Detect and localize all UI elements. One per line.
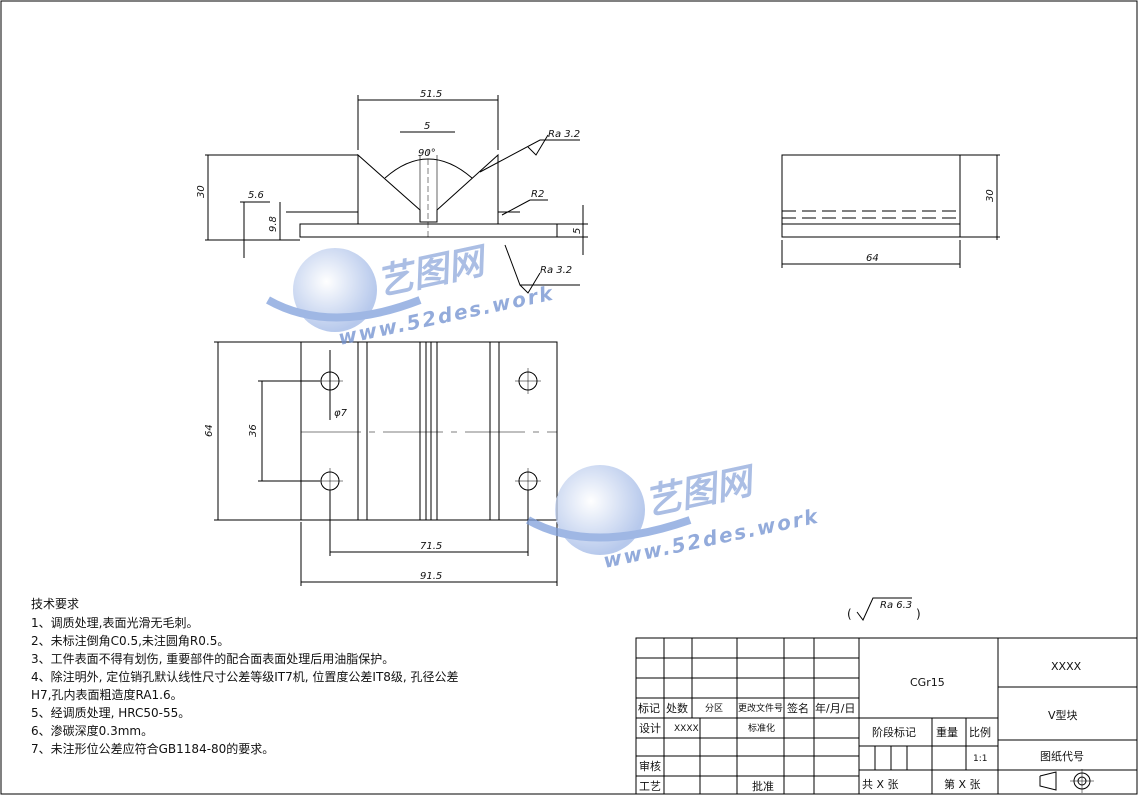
watermark-logo: 艺图网 www.52des.work (266, 240, 557, 350)
dim-height: 30 (196, 185, 207, 198)
side-view (781, 154, 1000, 268)
svg-text:艺图网: 艺图网 (373, 240, 492, 304)
dim-top-width: 51.5 (420, 89, 442, 100)
tb-zone: 分区 (705, 703, 723, 714)
svg-text:艺图网: 艺图网 (641, 460, 760, 524)
tb-approve: 批准 (752, 779, 774, 793)
tech-req-item: 7、未注形位公差应符合GB1184-80的要求。 (31, 741, 274, 756)
top-view (214, 341, 558, 586)
dim-radius: R2 (531, 189, 544, 200)
top-dim-overall: 91.5 (420, 571, 442, 582)
tb-sheets: 共 X 张 (862, 778, 899, 791)
dim-thickness: 5 (572, 228, 583, 234)
tb-process: 工艺 (639, 780, 661, 793)
side-dim-length: 64 (866, 253, 879, 264)
general-roughness-symbol: ( ) (847, 597, 921, 621)
tech-req-item: 1、调质处理,表面光滑无毛刺。 (31, 616, 198, 630)
tb-mark: 标记 (638, 701, 660, 715)
top-dim-hole-spacing: 36 (248, 424, 259, 437)
roughness-top-label: Ra 3.2 (548, 129, 580, 140)
tech-req-item: 4、除注明外, 定位销孔默认线性尺寸公差等级IT7机, 位置度公差IT8级, 孔… (31, 669, 459, 684)
tb-scale: 1:1 (973, 754, 987, 764)
tb-part-name: V型块 (1048, 708, 1078, 722)
tb-design: 设计 (639, 722, 661, 735)
tb-change-doc: 更改文件号 (738, 702, 783, 714)
side-dim-height: 30 (985, 189, 996, 202)
svg-text:): ) (916, 607, 921, 621)
dim-angle: 90° (418, 148, 436, 159)
tech-req-item: 6、渗碳深度0.3mm。 (31, 723, 153, 738)
tech-req-title: 技术要求 (31, 597, 79, 611)
dim-base-offset: 9.8 (268, 216, 279, 232)
tb-stage-mark: 阶段标记 (872, 725, 916, 739)
title-block (635, 637, 1138, 795)
tb-scale-label: 比例 (969, 725, 991, 739)
tech-req-item: 2、未标注倒角C0.5,未注圆角R0.5。 (31, 633, 229, 648)
tb-date: 年/月/日 (815, 701, 855, 715)
tb-sheet-no: 第 X 张 (944, 777, 981, 791)
tb-standardize: 标准化 (748, 722, 775, 734)
general-roughness-label: Ra 6.3 (880, 600, 912, 611)
roughness-bottom-label: Ra 3.2 (540, 265, 572, 276)
dim-slot-width: 5 (424, 121, 430, 132)
watermark-logo: 艺图网 www.52des.work (526, 460, 822, 573)
tech-req-item: H7,孔内表面粗造度RA1.6。 (31, 687, 183, 702)
tb-drawing-no-label: 图纸代号 (1040, 750, 1084, 763)
svg-text:(: ( (847, 607, 852, 621)
tb-weight: 重量 (936, 725, 958, 739)
tech-req-item: 5、经调质处理, HRC50-55。 (31, 706, 190, 720)
top-dim-hole-pitch: 71.5 (420, 541, 442, 552)
top-dim-width: 64 (204, 424, 215, 437)
tb-material: CGr15 (910, 676, 945, 689)
tb-company: XXXX (1051, 660, 1082, 673)
tb-review: 审核 (639, 759, 661, 773)
dim-step: 5.6 (248, 190, 264, 201)
tb-designer: XXXX (674, 724, 699, 734)
top-dim-hole-dia: φ7 (334, 408, 348, 419)
front-view (205, 95, 588, 294)
tech-req-item: 3、工件表面不得有划伤, 重要部件的配合面表面处理后用油脂保护。 (31, 651, 394, 666)
tb-sign: 签名 (787, 701, 809, 715)
tb-count: 处数 (666, 702, 688, 715)
